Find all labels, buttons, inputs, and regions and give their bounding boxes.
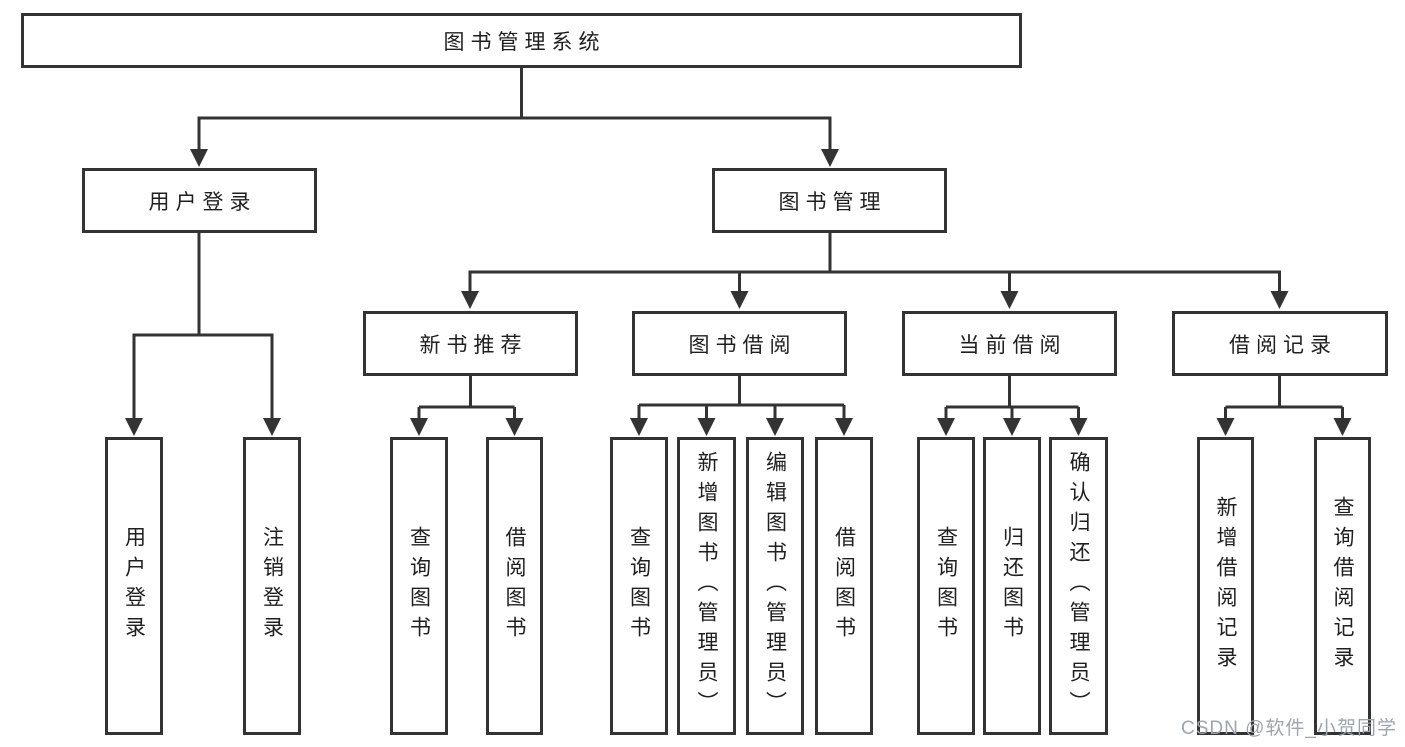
node-new-book-recommendation: 新书推荐 bbox=[363, 311, 578, 376]
node-ul-user-login-label: 用户登录 bbox=[122, 526, 146, 646]
node-cb-confirm-return-admin-label: 确认归还（管理员） bbox=[1067, 451, 1090, 721]
node-nbr-query-books: 查询图书 bbox=[390, 437, 448, 735]
node-br-query-borrow-record: 查询借阅记录 bbox=[1314, 437, 1371, 735]
node-book-borrowing-label: 图书借阅 bbox=[688, 333, 797, 357]
node-br-add-borrow-record: 新增借阅记录 bbox=[1197, 437, 1254, 735]
node-bb-query-books: 查询图书 bbox=[610, 437, 668, 735]
node-borrowing-records: 借阅记录 bbox=[1172, 311, 1388, 376]
node-current-borrowing-label: 当前借阅 bbox=[958, 333, 1067, 357]
node-cb-return-books: 归还图书 bbox=[983, 437, 1041, 735]
node-book-management-label: 图书管理 bbox=[778, 190, 887, 214]
watermark-text: CSDN @软件_小贺同学 bbox=[1181, 718, 1397, 739]
node-book-borrowing: 图书借阅 bbox=[632, 311, 847, 376]
node-bb-borrow-books: 借阅图书 bbox=[815, 437, 873, 735]
node-nbr-borrow-books: 借阅图书 bbox=[486, 437, 543, 735]
node-nbr-query-books-label: 查询图书 bbox=[407, 526, 431, 646]
node-bb-query-books-label: 查询图书 bbox=[627, 526, 651, 646]
node-bb-edit-books-admin: 编辑图书（管理员） bbox=[746, 437, 804, 735]
node-root: 图书管理系统 bbox=[21, 13, 1022, 68]
node-cb-confirm-return-admin: 确认归还（管理员） bbox=[1049, 437, 1108, 735]
node-root-label: 图书管理系统 bbox=[443, 30, 606, 54]
node-borrowing-records-label: 借阅记录 bbox=[1229, 333, 1337, 357]
node-ul-user-login: 用户登录 bbox=[105, 437, 163, 735]
node-cb-query-books: 查询图书 bbox=[917, 437, 975, 735]
node-user-login-label: 用户登录 bbox=[148, 190, 257, 214]
node-ul-logout-label: 注销登录 bbox=[260, 526, 284, 646]
node-ul-logout: 注销登录 bbox=[243, 437, 301, 735]
node-br-add-borrow-record-label: 新增借阅记录 bbox=[1214, 496, 1237, 676]
node-current-borrowing: 当前借阅 bbox=[902, 311, 1117, 376]
node-cb-query-books-label: 查询图书 bbox=[934, 526, 958, 646]
node-bb-borrow-books-label: 借阅图书 bbox=[832, 526, 856, 646]
node-bb-add-books-admin: 新增图书（管理员） bbox=[677, 437, 736, 735]
node-br-query-borrow-record-label: 查询借阅记录 bbox=[1331, 496, 1354, 676]
node-bb-add-books-admin-label: 新增图书（管理员） bbox=[695, 451, 718, 721]
node-bb-edit-books-admin-label: 编辑图书（管理员） bbox=[763, 451, 787, 721]
node-cb-return-books-label: 归还图书 bbox=[1000, 526, 1024, 646]
node-new-book-recommendation-label: 新书推荐 bbox=[419, 333, 528, 357]
node-user-login: 用户登录 bbox=[82, 168, 317, 233]
node-book-management: 图书管理 bbox=[712, 168, 947, 233]
node-nbr-borrow-books-label: 借阅图书 bbox=[503, 526, 526, 646]
